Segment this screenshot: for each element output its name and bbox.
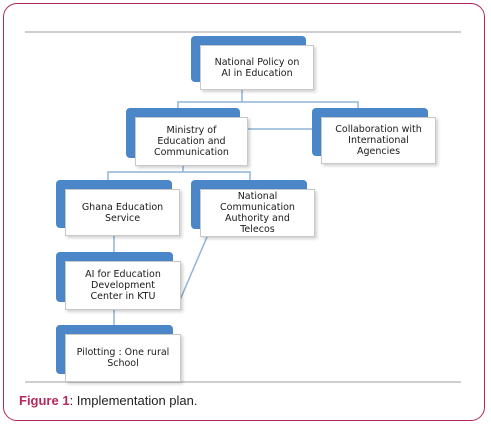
node-card: Ghana Education Service (65, 189, 180, 236)
node-national-policy: National Policy on AI in Education (191, 36, 314, 90)
figure-caption: Figure 1: Implementation plan. (19, 393, 197, 408)
node-card: Collaboration with International Agencie… (321, 117, 436, 164)
node-pilot-school: Pilotting : One rural School (56, 325, 181, 382)
node-label: Collaboration with International Agencie… (335, 124, 422, 157)
node-card: National Policy on AI in Education (200, 45, 314, 90)
node-label: AI for Education Development Center in K… (85, 269, 161, 302)
node-card: Ministry of Education and Communication (135, 117, 248, 166)
node-card: National Communication Authority and Tel… (200, 189, 315, 237)
node-ai-education-center: AI for Education Development Center in K… (56, 252, 181, 310)
node-label: Ghana Education Service (81, 201, 164, 224)
node-card: AI for Education Development Center in K… (65, 261, 181, 310)
figure-label: Figure 1 (19, 393, 70, 408)
node-collaboration: Collaboration with International Agencie… (312, 108, 436, 164)
bottom-rule (25, 381, 461, 383)
node-national-communication-authority: National Communication Authority and Tel… (191, 180, 315, 237)
node-ministry: Ministry of Education and Communication (126, 108, 248, 166)
node-label: National Communication Authority and Tel… (220, 191, 295, 235)
top-rule (25, 31, 461, 33)
node-card: Pilotting : One rural School (65, 334, 181, 382)
node-label: National Policy on AI in Education (214, 56, 300, 79)
node-label: Pilotting : One rural School (76, 347, 170, 369)
node-ghana-education-service: Ghana Education Service (56, 180, 180, 236)
figure-caption-text: : Implementation plan. (69, 393, 198, 408)
node-label: Ministry of Education and Communication (154, 125, 229, 158)
